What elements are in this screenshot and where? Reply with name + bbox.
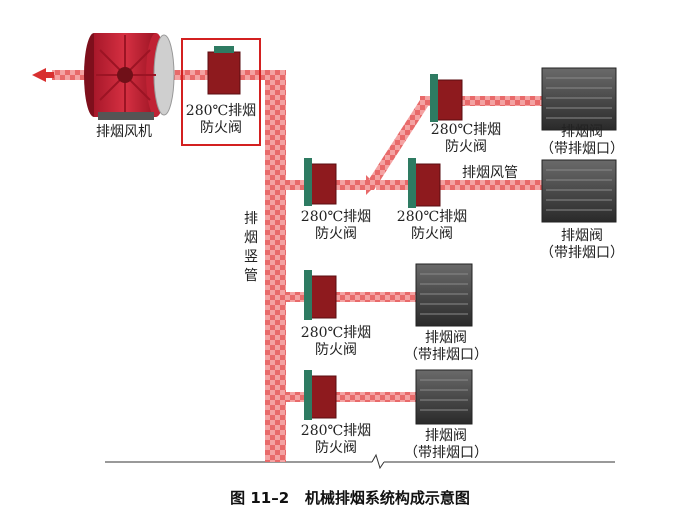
figure-number: 图 11–2 [230,489,290,507]
smoke-vent-2 [541,159,617,223]
vent-label-2: 排烟阀（带排烟口） [540,228,624,261]
vent-label-1: 排烟阀（带排烟口） [540,124,624,157]
smoke-vent-3 [415,263,473,327]
damper-label-branch1: 280℃排烟防火阀 [300,209,372,242]
duct-network [32,68,542,462]
damper-label-branch3: 280℃排烟防火阀 [300,423,372,456]
smoke-vent-4 [415,369,473,425]
fire-damper-top [207,46,241,95]
fire-damper-branch3 [304,370,337,420]
vent-label-3: 排烟阀（带排烟口） [404,330,488,363]
fire-damper-middle [408,158,441,208]
floor-line [105,453,615,470]
figure-caption: 图 11–2 机械排烟系统构成示意图 [0,487,700,508]
fire-damper-upper-right [430,74,463,122]
duct-label: 排烟风管 [462,165,518,181]
fire-damper-branch2 [304,270,337,320]
vent-label-4: 排烟阀（带排烟口） [404,428,488,461]
vertical-riser-duct [265,70,286,462]
fire-damper-branch1 [304,158,337,206]
damper-label-upper-right: 280℃排烟防火阀 [430,122,502,155]
fan-label: 排烟风机 [96,124,152,140]
damper-label-top: 280℃排烟防火阀 [185,103,257,136]
exhaust-arrow-icon [32,68,46,82]
exhaust-fan [84,33,175,120]
figure-title: 机械排烟系统构成示意图 [304,489,470,507]
riser-label: 排 烟 竖 管 [244,211,258,284]
damper-label-middle: 280℃排烟防火阀 [396,209,468,242]
highlight-box [181,38,261,146]
damper-label-branch2: 280℃排烟防火阀 [300,325,372,358]
smoke-vent-1 [541,67,617,131]
